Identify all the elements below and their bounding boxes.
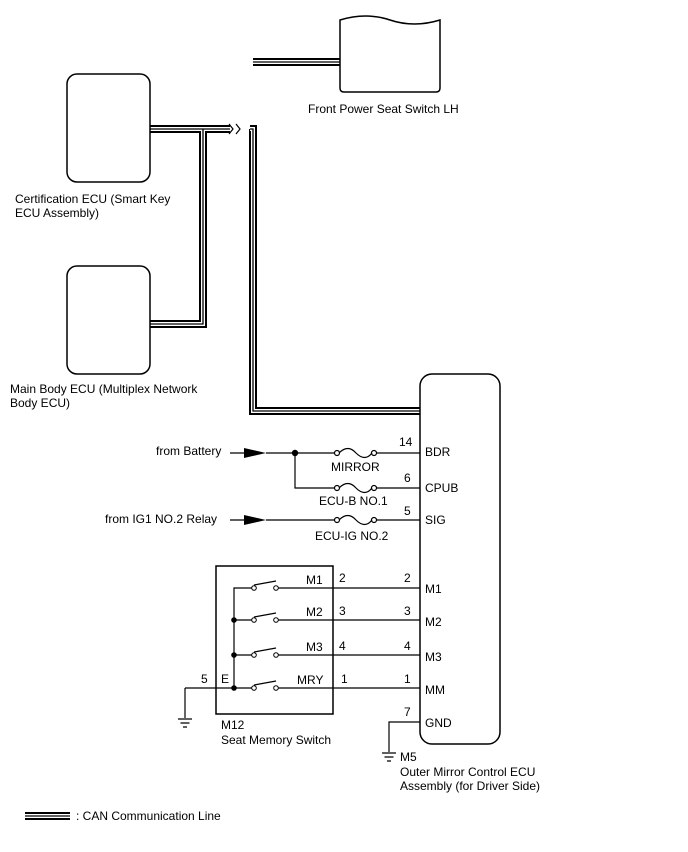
fuse-label-ecu-b: ECU-B NO.1	[319, 494, 388, 508]
switch-pin-name: MRY	[297, 673, 323, 687]
certification-ecu-label-2: ECU Assembly)	[15, 206, 99, 220]
switch-pin-number: 1	[341, 672, 348, 686]
power-supply-wiring	[230, 452, 420, 521]
switch-pin-name: M1	[306, 573, 323, 587]
fuse-label-ecu-ig: ECU-IG NO.2	[315, 529, 389, 543]
switch-pin-number: 4	[339, 639, 346, 653]
ecu-pin-name: BDR	[425, 445, 451, 459]
ecu-pin-numbers: 14 6 5 2 3 4 1 7	[399, 435, 413, 719]
seat-memory-switch: M1 M2 M3 MRY 2 3 4 1 E 5 M12 Seat Memory…	[184, 565, 420, 752]
ecu-pin-number: 1	[404, 672, 411, 686]
ecu-pin-name: GND	[425, 716, 452, 730]
legend: : CAN Communication Line	[25, 809, 221, 823]
battery-source-label: from Battery	[156, 444, 221, 458]
switch-ground-name: E	[221, 672, 229, 686]
arrow-icon	[244, 448, 299, 525]
junction-dot	[231, 617, 237, 691]
main-body-ecu-label-2: Body ECU)	[10, 396, 70, 410]
ecu-pin-number: 5	[404, 504, 411, 518]
switch-pin-number: 2	[339, 571, 346, 585]
ecu-pin-number: 7	[404, 705, 411, 719]
front-power-seat-switch-label: Front Power Seat Switch LH	[308, 102, 459, 116]
legend-can-line-label: : CAN Communication Line	[76, 809, 221, 823]
main-body-ecu-label-1: Main Body ECU (Multiplex Network	[10, 382, 198, 396]
ecu-pin-number: 3	[404, 604, 411, 618]
ecu-pin-name: M2	[425, 615, 442, 629]
mirror-ecu-code: M5	[400, 750, 417, 764]
seat-memory-switch-label: Seat Memory Switch	[221, 733, 331, 747]
switch-ground-number: 5	[201, 672, 208, 686]
mirror-ecu-label-1: Outer Mirror Control ECU	[400, 765, 535, 779]
can-bus-lines	[150, 58, 420, 415]
ecu-pin-number: 4	[404, 639, 411, 653]
switch-pin-name: M3	[306, 640, 323, 654]
ecu-pin-name: CPUB	[425, 481, 458, 495]
mirror-ecu-label-2: Assembly (for Driver Side)	[400, 779, 540, 793]
ecu-pin-number: 14	[399, 435, 413, 449]
certification-ecu-label-1: Certification ECU (Smart Key	[15, 192, 170, 206]
ig1-source-label: from IG1 NO.2 Relay	[105, 512, 217, 526]
ecu-pin-number: 6	[404, 471, 411, 485]
outer-mirror-control-ecu: BDR CPUB SIG M1 M2 M3 MM GND M5 Outer Mi…	[400, 373, 540, 793]
ecu-pin-name: SIG	[425, 513, 446, 527]
fuse-icon	[333, 447, 378, 526]
junction-dot	[291, 449, 299, 457]
front-power-seat-switch: Front Power Seat Switch LH	[308, 15, 459, 116]
switch-pin-number: 3	[339, 604, 346, 618]
ecu-pin-number: 2	[404, 571, 411, 585]
ecu-pin-name: M3	[425, 650, 442, 664]
main-body-ecu: Main Body ECU (Multiplex Network Body EC…	[10, 265, 198, 410]
ecu-pin-name: M1	[425, 582, 442, 596]
fuse-label-mirror: MIRROR	[331, 460, 380, 474]
switch-pin-name: M2	[306, 605, 323, 619]
seat-memory-switch-code: M12	[221, 718, 245, 732]
ecu-pin-name: MM	[425, 683, 445, 697]
certification-ecu: Certification ECU (Smart Key ECU Assembl…	[15, 73, 170, 220]
ground-icon	[178, 718, 396, 762]
